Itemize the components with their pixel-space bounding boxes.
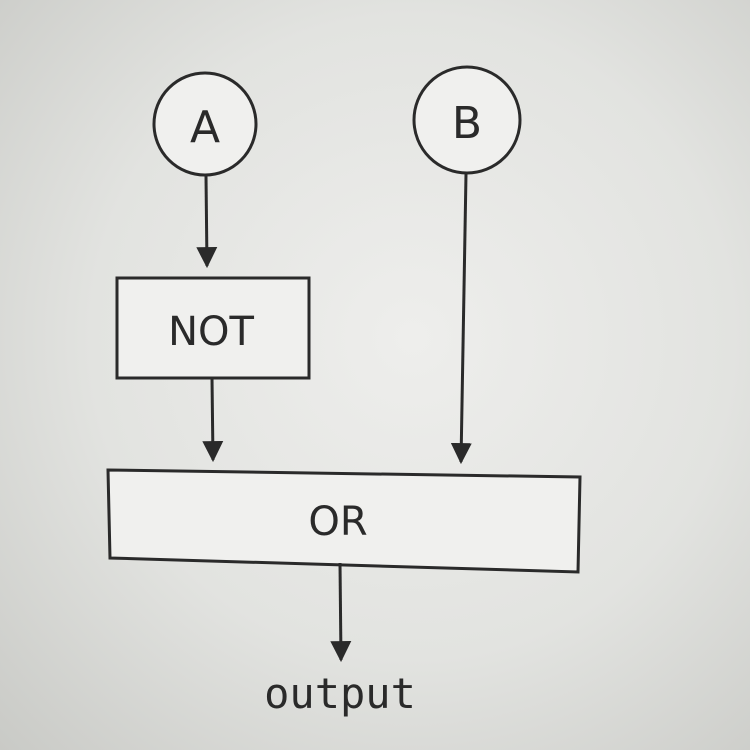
not-gate-label: NOT [168, 309, 254, 355]
or-gate-box [106, 468, 582, 574]
input-b-label: B [452, 98, 482, 149]
arrow-not-to-or [202, 377, 224, 463]
input-a-circle [152, 71, 258, 177]
input-a-label: A [190, 102, 220, 153]
arrow-a-to-not [196, 175, 218, 269]
arrow-b-to-or [450, 173, 472, 465]
output-label: output [264, 669, 416, 718]
arrow-or-to-output [330, 562, 352, 663]
input-b-circle [412, 65, 522, 175]
or-gate-label: OR [308, 499, 367, 545]
